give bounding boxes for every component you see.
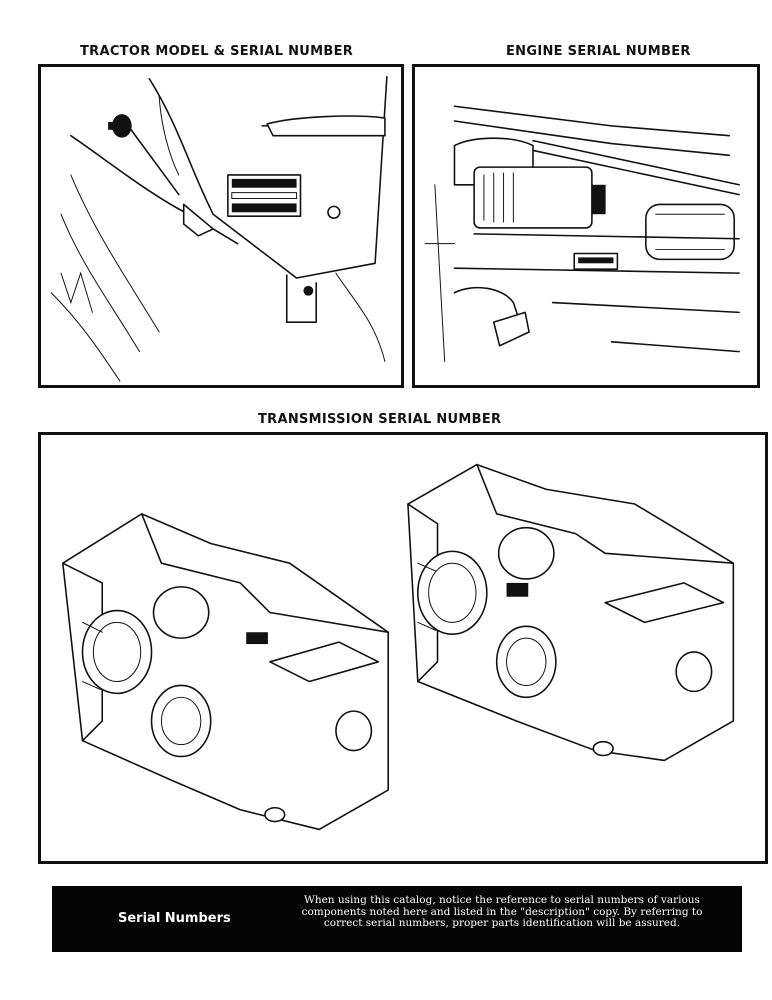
transmission-illustration: [62, 463, 735, 831]
serial-numbers-banner: Serial Numbers When using this catalog, …: [52, 886, 742, 952]
banner-description: When using this catalog, notice the refe…: [301, 894, 703, 929]
tractor-serial-caption: TRACTOR MODEL & SERIAL NUMBER: [80, 44, 354, 59]
tractor-illustration-panel: [38, 64, 404, 388]
transmission-housing-left: [62, 513, 389, 831]
banner-title: Serial Numbers: [118, 911, 231, 926]
engine-serial-caption: ENGINE SERIAL NUMBER: [506, 44, 691, 59]
transmission-illustration-panel: [38, 432, 768, 864]
engine-illustration: [424, 105, 740, 362]
transmission-housing-right: [407, 463, 735, 762]
engine-illustration-panel: [412, 64, 760, 388]
transmission-serial-caption: TRANSMISSION SERIAL NUMBER: [258, 412, 502, 427]
tractor-illustration: [50, 76, 388, 382]
